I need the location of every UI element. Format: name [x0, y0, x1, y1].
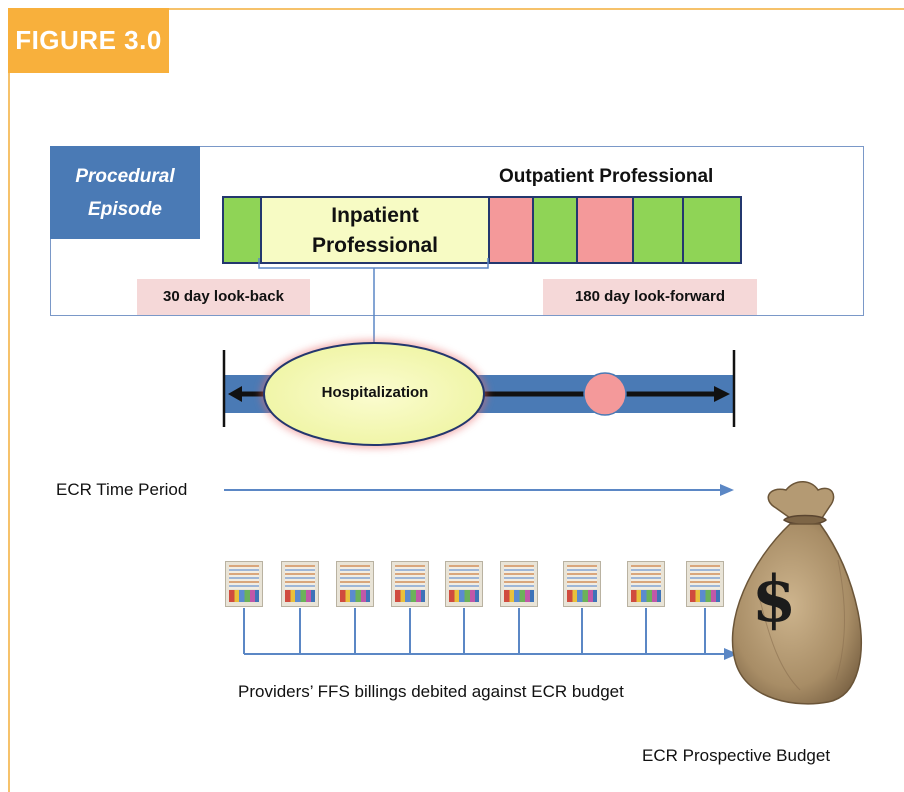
segment-green-2	[534, 198, 578, 262]
inpatient-professional-label: Inpatient Professional	[262, 201, 488, 261]
inpatient-line-2: Professional	[311, 234, 439, 257]
billing-statement-icon	[336, 561, 374, 607]
billing-statement-icon	[500, 561, 538, 607]
billing-statement-icon	[225, 561, 263, 607]
outpatient-professional-title: Outpatient Professional	[499, 166, 714, 187]
hospitalization-label: Hospitalization	[321, 384, 429, 401]
segment-pink-1	[490, 198, 534, 262]
frame-top-border	[8, 8, 904, 10]
billing-statement-icon	[445, 561, 483, 607]
frame-left-border	[8, 8, 10, 792]
segment-inpatient	[262, 198, 490, 262]
ecr-time-arrow-head	[720, 484, 734, 496]
billing-statement-icon	[686, 561, 724, 607]
money-bag-icon	[731, 481, 862, 705]
billing-statement-icon	[391, 561, 429, 607]
billing-statement-icon	[627, 561, 665, 607]
inpatient-line-1: Inpatient	[331, 204, 419, 227]
segment-green-4	[684, 198, 740, 262]
billing-arrow-head	[724, 648, 738, 660]
professional-segment-bar	[222, 196, 742, 264]
ecr-time-period-label: ECR Time Period	[56, 480, 188, 499]
episode-line-2: Episode	[88, 199, 162, 220]
hospitalization-oval	[263, 342, 485, 446]
episode-line-1: Procedural	[75, 166, 175, 187]
dollar-sign-icon: $	[751, 562, 797, 637]
procedural-episode-box: Procedural Episode	[50, 146, 200, 239]
ecr-prospective-budget-label: ECR Prospective Budget	[642, 746, 831, 765]
billing-statement-icon	[563, 561, 601, 607]
segment-green-3	[634, 198, 684, 262]
segment-pink-2	[578, 198, 634, 262]
billing-statement-icon	[281, 561, 319, 607]
lookback-label: 30 day look-back	[137, 279, 310, 315]
outpatient-visit-marker	[583, 372, 627, 416]
inpatient-bracket	[258, 258, 489, 269]
figure-label: FIGURE 3.0	[8, 8, 169, 73]
providers-billing-caption: Providers’ FFS billings debited against …	[238, 682, 624, 701]
billing-connectors	[243, 608, 726, 655]
lookforward-label: 180 day look-forward	[543, 279, 757, 315]
segment-green-1	[224, 198, 262, 262]
